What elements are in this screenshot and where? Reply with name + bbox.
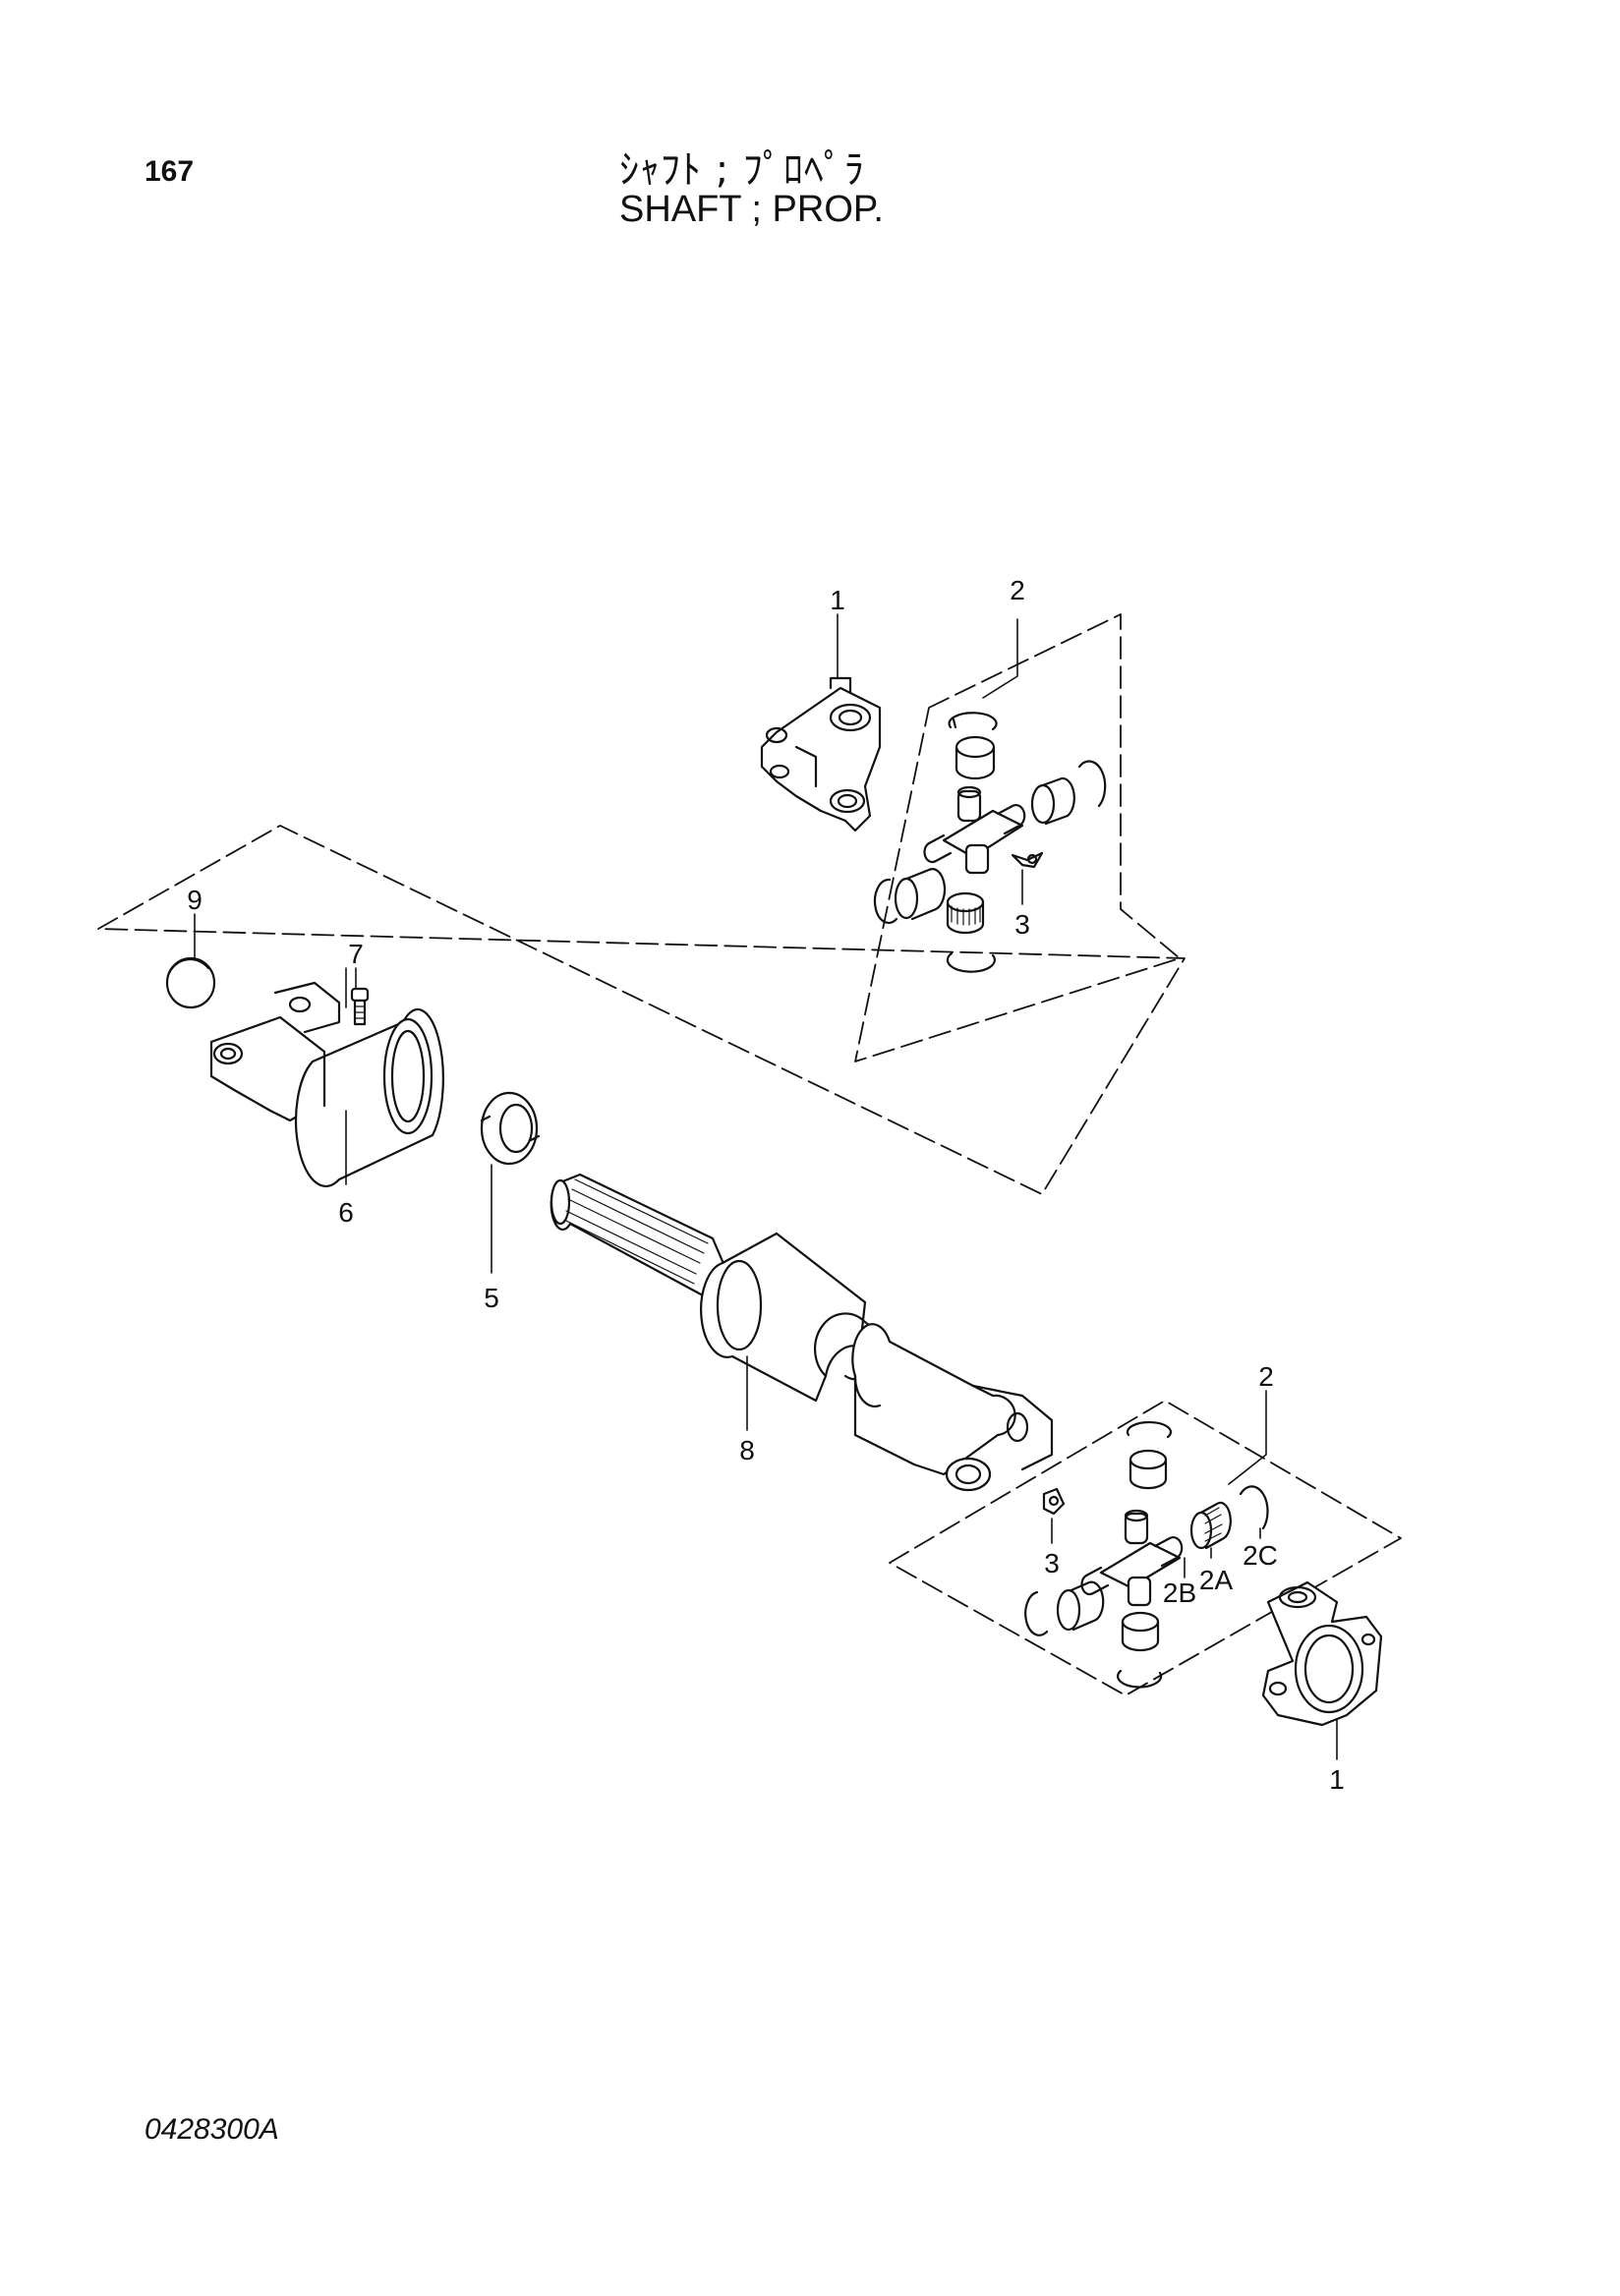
upper-joint-group-outline (854, 613, 1181, 1062)
snap-ring-upper-bottom (946, 951, 996, 973)
callout-2-bottom: 2 (1258, 1361, 1274, 1392)
flange-yoke-top (760, 676, 882, 832)
snap-ring-lower-bottom (1117, 1669, 1163, 1689)
page-number: 167 (145, 155, 195, 188)
snap-ring-lower-left (1024, 1590, 1049, 1636)
bearing-cup-lower-left (1056, 1580, 1105, 1632)
splined-shaft (550, 1173, 729, 1297)
bearing-cup-lower-top (1128, 1449, 1168, 1490)
callout-2A: 2A (1199, 1565, 1234, 1595)
flange-yoke-bottom (1261, 1580, 1383, 1727)
callout-5: 5 (484, 1283, 499, 1313)
needle-bearing-lower (1189, 1501, 1232, 1550)
shaft-tube-rear (851, 1323, 1054, 1492)
shaft-tube-front (700, 1232, 879, 1403)
callout-7: 7 (348, 939, 364, 969)
leader-lines (194, 613, 1338, 1760)
grease-fitting-lower (1042, 1487, 1066, 1516)
title-japanese: ｼｬﾌﾄ ; ﾌﾟﾛﾍﾟﾗ (619, 147, 865, 193)
bearing-cup-upper-bottom (946, 891, 985, 935)
callout-2B: 2B (1163, 1578, 1196, 1608)
snap-ring-upper-right (1077, 760, 1107, 808)
callout-8: 8 (739, 1435, 755, 1465)
grease-bolt (350, 987, 370, 1026)
bearing-cup-lower-bottom (1121, 1611, 1160, 1652)
callout-1-bottom: 1 (1329, 1764, 1345, 1795)
callout-2C: 2C (1243, 1540, 1278, 1571)
drawing-number: 0428300A (145, 2113, 279, 2146)
bearing-cup-upper-right (1030, 776, 1075, 826)
grease-fitting-upper (1011, 851, 1044, 869)
callout-3-top: 3 (1014, 909, 1030, 940)
cross-spider-upper (923, 785, 1026, 875)
callout-3-bottom: 3 (1044, 1548, 1060, 1578)
callout-2-top: 2 (1010, 575, 1025, 605)
bearing-cup-upper-top (955, 735, 996, 780)
snap-ring-upper-left (873, 878, 898, 924)
cross-spider-lower (1080, 1509, 1184, 1607)
snap-ring-upper-1 (948, 712, 998, 731)
dust-seal (480, 1091, 541, 1166)
callout-1-top: 1 (830, 585, 845, 615)
callout-6: 6 (338, 1197, 354, 1228)
bearing-cup-upper-left (894, 868, 947, 921)
callout-9: 9 (187, 885, 202, 915)
lower-joint-group-outline (889, 1400, 1402, 1696)
left-yoke-group-outline (97, 825, 1186, 1195)
title-english: SHAFT ; PROP. (619, 189, 884, 230)
snap-ring-lower-top (1126, 1420, 1173, 1439)
snap-ring-lower-right (1239, 1485, 1269, 1530)
sleeve-yoke (209, 981, 444, 1187)
plug-cap (165, 956, 216, 1009)
